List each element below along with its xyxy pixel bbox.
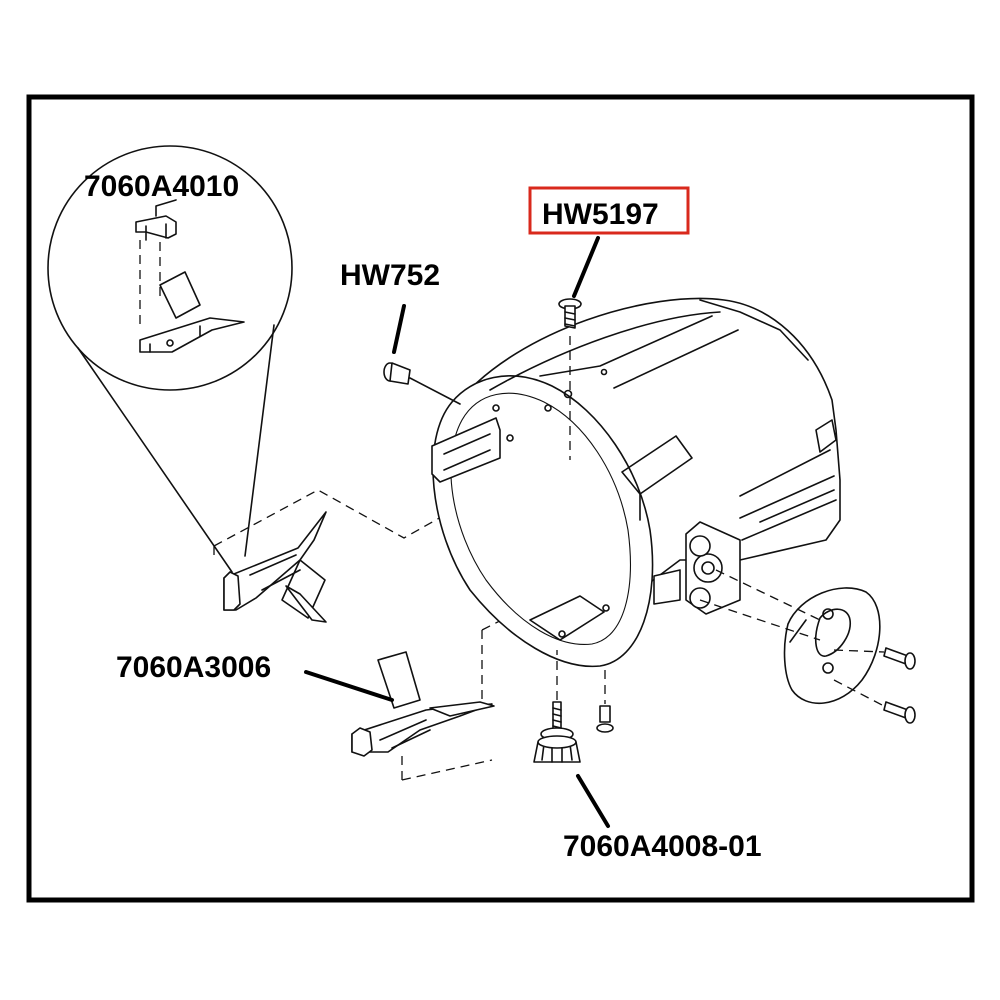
bottom-pin	[596, 705, 614, 733]
screw-hw752	[383, 362, 411, 385]
label-HW752: HW752	[340, 259, 440, 292]
label-7060A4010: 7060A4010	[84, 170, 239, 203]
knob-7060A4008-01	[533, 701, 581, 763]
leader-hw5197	[572, 236, 600, 298]
yoke-plate	[783, 587, 881, 704]
bracket-detail	[139, 271, 245, 353]
leader-hw752	[392, 304, 406, 354]
label-7060A3006: 7060A3006	[116, 651, 271, 684]
bracket-3006	[351, 651, 495, 757]
plate-screw-lower	[883, 701, 916, 724]
label-HW5197: HW5197	[542, 198, 659, 231]
plate-screw-upper	[883, 647, 916, 670]
leader-4008	[576, 774, 610, 828]
detail-callout: 7060A4010	[47, 145, 293, 573]
detail-circle	[47, 145, 293, 391]
leader-3006	[304, 670, 394, 702]
label-7060A4008-01: 7060A4008-01	[563, 830, 762, 863]
screw-hw5197	[558, 298, 582, 329]
diagram-frame	[26, 94, 975, 903]
clip-part-4010	[135, 199, 177, 241]
hw5197-highlight-box	[528, 186, 690, 235]
main-housing	[431, 297, 841, 668]
bracket-4010-installed	[223, 511, 327, 623]
